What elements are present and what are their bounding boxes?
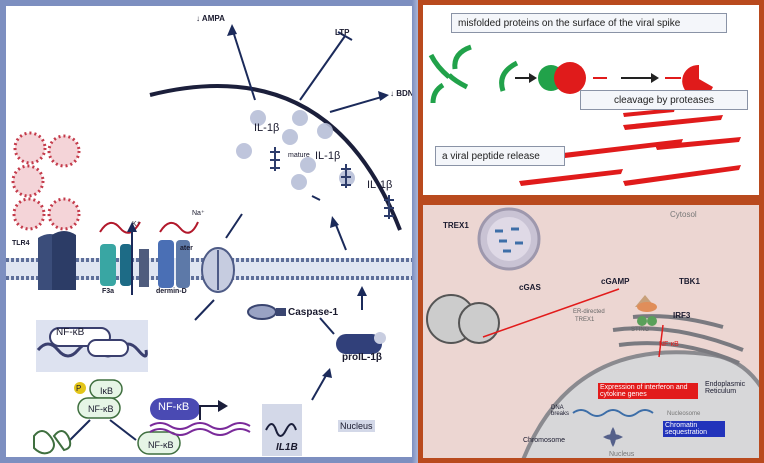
nfkb-free-label: NF-κB (148, 440, 174, 450)
virus-particles (11, 131, 81, 231)
mature-il1b-molecules (236, 110, 355, 190)
ltp-inhibition (299, 35, 346, 101)
cgas-label: cGAS (519, 283, 541, 292)
cytosol-label: Cytosol (670, 210, 697, 219)
caspase-label: Caspase-1 (288, 307, 339, 318)
nfkb-promoter-label: NF-κB (158, 401, 190, 413)
inflammasome-diagram (6, 24, 420, 456)
ampa-label: ↓ AMPA (196, 14, 225, 23)
cell-nucleus-boundary (149, 84, 402, 231)
il1b-label-right: IL-1β (367, 179, 393, 191)
ikb-label: IκB (100, 386, 114, 396)
micronucleus-dna (495, 227, 523, 253)
spike-fragments (428, 44, 519, 104)
k-plus-label: K⁺ (132, 221, 141, 228)
step-misfolded-proteins: misfolded proteins on the surface of the… (451, 13, 727, 33)
dna-breaks-label: DNA breaks (551, 405, 570, 417)
tbk1-label: TBK1 (679, 277, 700, 286)
cgamp-line (482, 288, 620, 338)
step-peptide-release: a viral peptide release (435, 146, 565, 166)
mitochondria (426, 294, 500, 344)
nucleus-label: Nucleus (609, 451, 635, 458)
bound-peptide (554, 62, 586, 94)
trex1-small-label: TREX1 (575, 317, 595, 323)
tlr4-receptor (38, 231, 76, 290)
chromosome-shape (603, 427, 623, 447)
f3a-label: F3a (102, 288, 115, 295)
ion-channels (100, 240, 235, 293)
bdnf-arrow (329, 95, 386, 113)
viral-peptide-panel: misfolded proteins on the surface of the… (418, 0, 764, 200)
er-directed-label: ER-directed (573, 309, 605, 315)
il1b-label-top: IL-1β (254, 122, 280, 134)
ltp-label: LTP (335, 28, 350, 37)
cgas-sting-panel: Cytosol TREX1 cGAS cGAMP TBK1 IRF3 ER-di… (418, 200, 764, 463)
irf3-label: IRF3 (673, 311, 691, 320)
chromatin-label: Chromatin sequestration (663, 421, 725, 437)
na-plus-label: Na⁺ (192, 210, 205, 217)
phosphate-circle (74, 382, 86, 394)
step-cleavage: cleavage by proteases (580, 90, 748, 110)
proil1b-label: proIL-1β (342, 352, 382, 363)
panel-divider (412, 0, 422, 463)
sting-label: STING (631, 327, 650, 333)
nfkb-dna-label: NF-κB (56, 327, 85, 338)
phosphate-label: P (76, 384, 82, 393)
il1b-gene-label: IL1B (276, 442, 298, 453)
expression-label: Expression of interferon and cytokine ge… (598, 383, 698, 399)
degraded-ikb (33, 430, 55, 455)
cleaved-peptide (682, 64, 713, 97)
gasdermin-label: dermin-D (156, 288, 187, 295)
tlr4-label: TLR4 (12, 240, 30, 247)
released-peptides (519, 108, 741, 186)
nucleosome-label: Nucleosome (667, 411, 701, 417)
viral-peptide-diagram (428, 44, 741, 186)
chromosome-label: Chromosome (523, 437, 566, 444)
dna-strand (572, 409, 654, 417)
il1b-label-mature: IL-1β (315, 150, 341, 162)
inflammasome-panel: ↓ AMPA LTP ↓ BDNF IL-1β mature IL-1β IL-… (0, 0, 420, 463)
il1b-receptors (270, 147, 394, 219)
nucleus-label: Nucleus (338, 420, 375, 432)
er-label: Endoplasmic Reticulum (705, 381, 746, 395)
nfkb-complex-label: NF-κB (88, 404, 114, 414)
nfkb-promoter-shape (150, 398, 200, 420)
sting-complex (635, 295, 657, 326)
trex1-label: TREX1 (443, 221, 469, 230)
pannexin-label: ater (180, 245, 193, 252)
nfkb-label: NF-κB (659, 341, 679, 348)
ampa-arrow (231, 27, 256, 101)
mature-label: mature (288, 152, 310, 159)
cgamp-label: cGAMP (601, 277, 630, 286)
bdnf-label: ↓ BDNF (390, 89, 419, 98)
